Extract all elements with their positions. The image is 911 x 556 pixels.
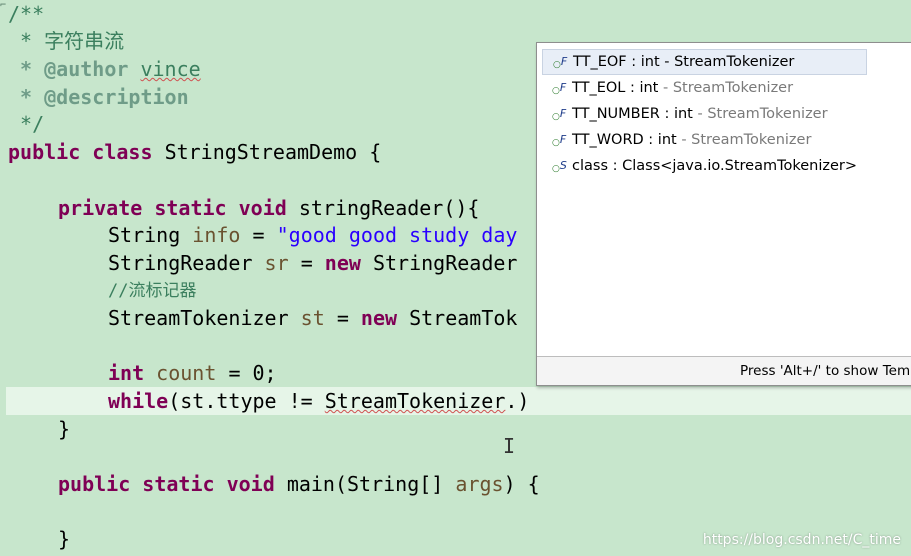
- code-line[interactable]: * 字符串流: [8, 29, 125, 53]
- static-final-field-icon: ○F: [552, 107, 567, 122]
- content-assist-popup[interactable]: ○F TT_EOF : int - StreamTokenizer ○F TT_…: [536, 42, 911, 386]
- current-line-highlight: [6, 387, 911, 415]
- static-final-field-icon: ○F: [552, 133, 567, 148]
- code-line[interactable]: }: [58, 417, 71, 441]
- code-line[interactable]: String info = "good good study day: [108, 223, 518, 247]
- code-line[interactable]: StringReader sr = new StringReader: [108, 251, 518, 275]
- proposal-list[interactable]: ○F TT_EOF : int - StreamTokenizer ○F TT_…: [542, 49, 911, 357]
- watermark: https://blog.csdn.net/C_time: [702, 532, 901, 548]
- proposal-item-tt-word[interactable]: ○F TT_WORD : int - StreamTokenizer: [542, 127, 911, 153]
- code-line[interactable]: * @description: [8, 85, 189, 109]
- code-line[interactable]: StreamTokenizer st = new StreamTok: [108, 306, 518, 330]
- code-line[interactable]: public class StringStreamDemo {: [8, 140, 382, 164]
- code-line[interactable]: public static void main(String[] args) {: [58, 472, 540, 496]
- code-line[interactable]: private static void stringReader(){: [58, 196, 480, 220]
- static-final-field-icon: ○F: [552, 81, 567, 96]
- content-assist-footer: Press 'Alt+/' to show Temp: [537, 356, 911, 385]
- code-line[interactable]: */: [8, 112, 45, 136]
- proposal-item-class[interactable]: ○S class : Class<java.io.StreamTokenizer…: [542, 153, 911, 179]
- fold-marker-icon[interactable]: ⌐: [0, 0, 7, 11]
- code-line[interactable]: while(st.ttype != StreamTokenizer.): [108, 389, 530, 413]
- text-cursor-icon: I: [503, 434, 516, 458]
- code-line[interactable]: int count = 0;: [108, 361, 277, 385]
- code-line[interactable]: * @author vince: [8, 57, 201, 81]
- proposal-item-tt-eof[interactable]: ○F TT_EOF : int - StreamTokenizer: [542, 49, 867, 75]
- proposal-item-tt-eol[interactable]: ○F TT_EOL : int - StreamTokenizer: [542, 75, 911, 101]
- static-class-icon: ○S: [552, 159, 567, 174]
- static-final-field-icon: ○F: [553, 55, 568, 70]
- code-line[interactable]: }: [58, 527, 71, 551]
- code-line[interactable]: //流标记器: [108, 281, 197, 301]
- code-line[interactable]: /**: [8, 2, 45, 26]
- proposal-item-tt-number[interactable]: ○F TT_NUMBER : int - StreamTokenizer: [542, 101, 911, 127]
